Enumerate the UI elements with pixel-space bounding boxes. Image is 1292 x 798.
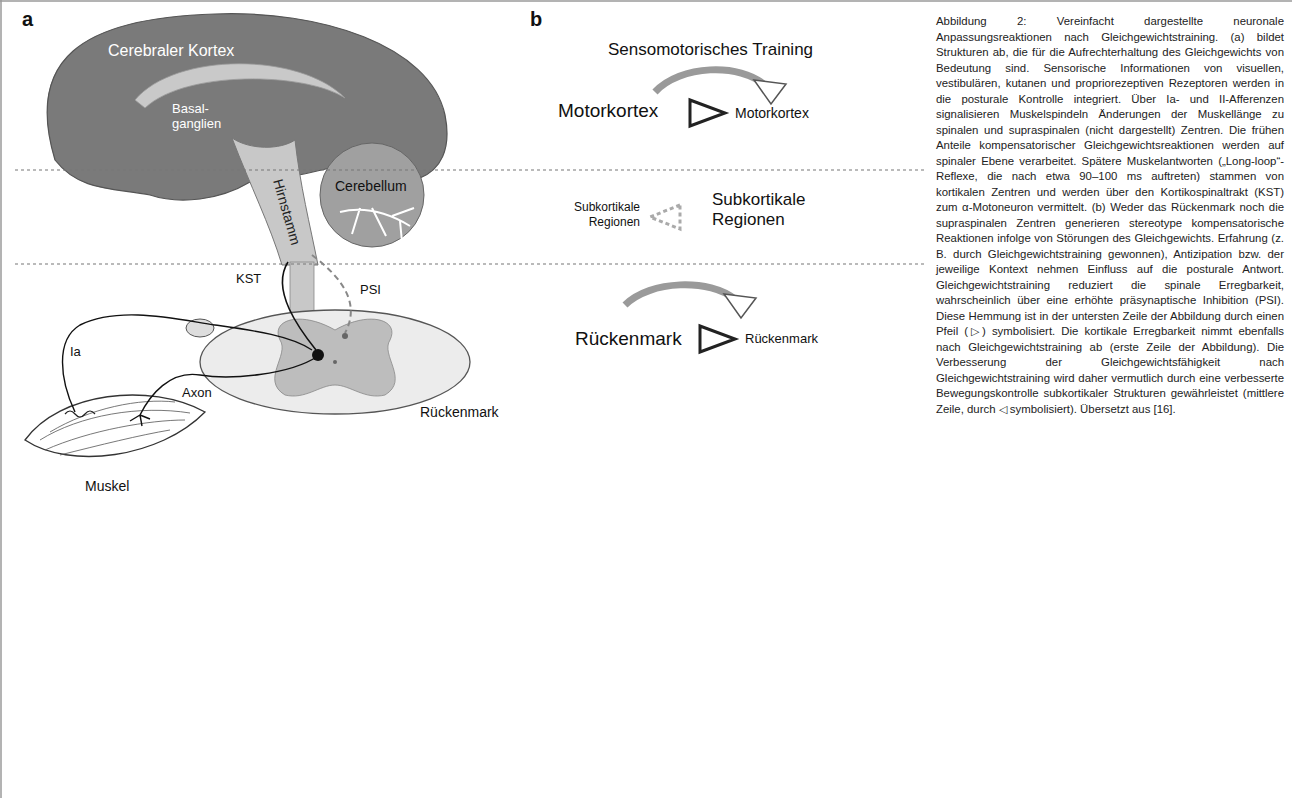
corpus-callosum	[135, 64, 345, 108]
level-label: Motorkortex	[558, 100, 658, 122]
region-label: Hirnstamm	[270, 177, 304, 246]
training-arrow	[625, 285, 736, 305]
tract-label: PSI	[360, 283, 381, 298]
part-label: Rückenmark	[420, 404, 499, 420]
brainstem-shape	[232, 138, 318, 265]
central-canal	[333, 360, 337, 364]
region-label: Basal- ganglien	[172, 101, 224, 131]
panel-heading: Sensomotorisches Training	[608, 40, 813, 60]
part-label: Muskel	[85, 478, 129, 494]
tract-label: KST	[236, 272, 261, 287]
panel-letter: b	[530, 8, 542, 31]
psi-pathway	[312, 255, 351, 333]
muscle-spindle	[65, 411, 95, 417]
cerebellum-shape	[320, 143, 424, 247]
motor-axon	[130, 356, 318, 426]
region-label: Cerebellum	[335, 178, 407, 194]
arrow-head	[754, 80, 786, 104]
level-separator	[15, 169, 925, 170]
muscle-fibres	[40, 401, 190, 455]
spinal-cord-section	[200, 310, 470, 414]
level-separator	[15, 263, 925, 264]
level-label: Subkortikale Regionen	[712, 190, 827, 230]
training-arrow	[655, 70, 766, 92]
spinal-column	[290, 262, 314, 317]
level-label: Rückenmark	[575, 328, 682, 350]
level-label: Motorkortex	[735, 105, 809, 121]
alpha-motoneuron	[312, 349, 324, 361]
corticospinal-tract	[282, 262, 316, 350]
level-label: Rückenmark	[745, 332, 818, 347]
frame-line	[0, 0, 2, 798]
synapse-dot	[342, 333, 348, 339]
inhibition-triangle	[690, 100, 725, 126]
figure-caption: Abbildung 2: Vereinfacht dargestellte ne…	[936, 14, 1284, 417]
arrow-head	[724, 294, 756, 318]
muscle-shape	[25, 395, 205, 456]
panel-letter: a	[22, 8, 33, 31]
improvement-triangle	[650, 205, 680, 229]
cerebellum-arbor	[340, 208, 414, 242]
ia-afferent	[63, 315, 313, 412]
region-label: Cerebraler Kortex	[108, 42, 234, 60]
dorsal-root-ganglion	[186, 319, 214, 337]
grey-matter	[275, 319, 395, 396]
inhibition-triangle	[700, 326, 735, 352]
fibre-label: Ia	[70, 345, 81, 360]
fibre-label: Axon	[182, 386, 212, 401]
frame-line	[0, 0, 1292, 2]
level-label: Subkortikale Regionen	[562, 200, 640, 230]
